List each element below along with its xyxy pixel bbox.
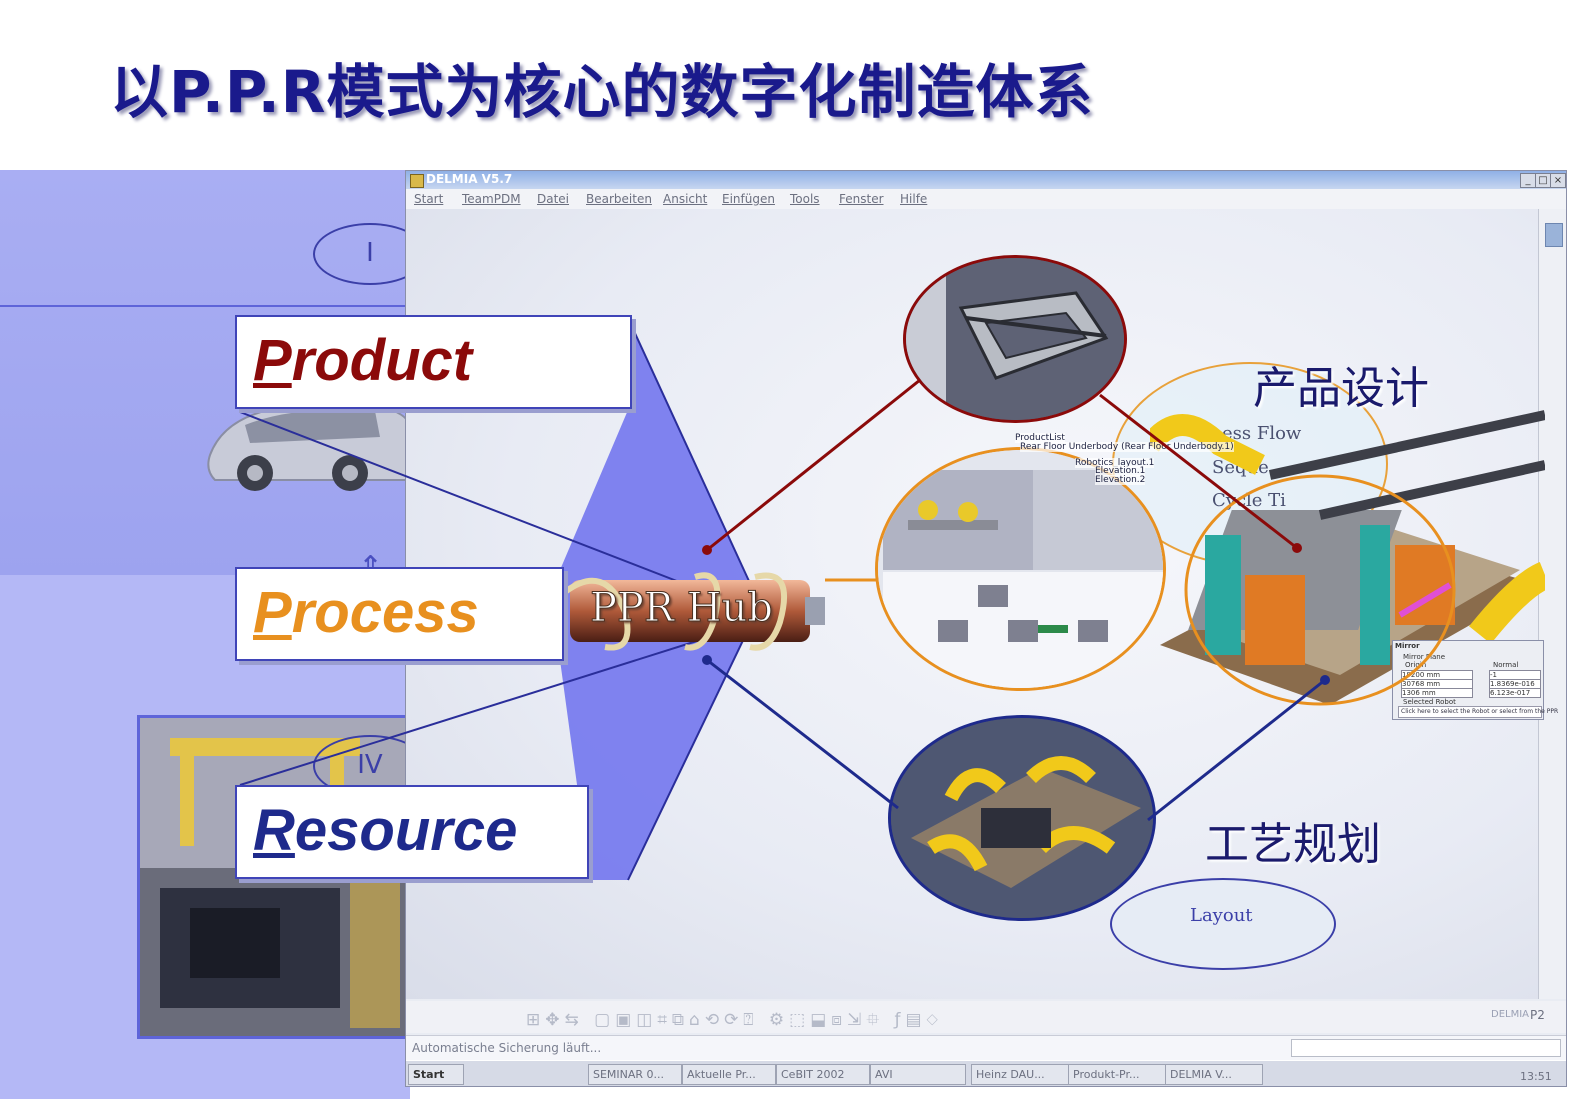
window-title: DELMIA V5.7 xyxy=(426,172,513,186)
app-icon xyxy=(410,174,424,188)
resource-initial: R xyxy=(253,798,295,863)
selected-robot-label: Selected Robot xyxy=(1403,698,1456,706)
taskbar-item[interactable]: Heinz DAU... xyxy=(971,1064,1069,1085)
normal-z-field[interactable]: 6.123e-017 xyxy=(1489,688,1541,698)
resource-rest: esource xyxy=(294,798,518,863)
tree-node[interactable]: Rear Floor Underbody (Rear Floor Underbo… xyxy=(1020,442,1234,452)
taskbar-item[interactable]: AVI xyxy=(870,1064,966,1085)
menu-bar xyxy=(406,189,1566,209)
ppr-hub-label: PPR Hub xyxy=(590,585,774,632)
menu-datei[interactable]: Datei xyxy=(537,192,570,206)
menu-bearbeiten[interactable]: Bearbeiten xyxy=(586,192,652,206)
product-initial: P xyxy=(253,328,292,393)
menu-tools[interactable]: Tools xyxy=(790,192,820,206)
product-design-label: 产品设计 xyxy=(1253,363,1429,414)
scroll-thumb[interactable] xyxy=(1545,223,1563,247)
selection-hint-field[interactable] xyxy=(1398,706,1542,718)
mirror-dialog: Mirror Mirror Plane Origin Normal 19200 … xyxy=(1392,640,1558,720)
command-input[interactable] xyxy=(1291,1039,1561,1057)
resource-layout-circle xyxy=(888,715,1156,921)
taskbar-clock: 13:51 xyxy=(1520,1070,1552,1083)
mirror-plane-label: Mirror Plane xyxy=(1403,653,1446,661)
tree-node[interactable]: Elevation.2 xyxy=(1095,475,1146,485)
taskbar-item[interactable]: Produkt-Pr... xyxy=(1068,1064,1166,1085)
tree-node[interactable]: ProductList xyxy=(1015,433,1065,443)
resource-label: Resource xyxy=(253,797,517,864)
window-titlebar: DELMIA V5.7 _ □ × xyxy=(406,171,1566,189)
normal-label: Normal xyxy=(1493,661,1519,669)
menu-einfuegen[interactable]: Einfügen xyxy=(722,192,775,206)
bottom-toolbar: ⊞✥⇆ ▢▣◫⌗⧉⌂⟲⟳⍰ ⚙⬚⬓⧈⇲⯐ ƒ▤⬦ DELMIA P2 xyxy=(406,1001,1566,1033)
taskbar-item[interactable]: SEMINAR 0... xyxy=(588,1064,682,1085)
process-planning-label: 工艺规划 xyxy=(1205,819,1381,870)
taskbar-item[interactable]: Aktuelle Pr... xyxy=(682,1064,776,1085)
product-label: Product xyxy=(253,327,472,394)
menu-start[interactable]: Start xyxy=(414,192,444,206)
layout-label: Layout xyxy=(1190,905,1253,926)
minimize-icon[interactable]: _ xyxy=(1520,173,1536,188)
maximize-icon[interactable]: □ xyxy=(1535,173,1551,188)
toolbar-p2-label[interactable]: P2 xyxy=(1530,1008,1545,1022)
taskbar-item[interactable]: DELMIA V... xyxy=(1165,1064,1263,1085)
product-box: Product xyxy=(235,315,632,409)
process-label: Process xyxy=(253,579,479,646)
menu-teampdm[interactable]: TeamPDM xyxy=(462,192,521,206)
selection-hint-text: Click here to select the Robot or select… xyxy=(1401,708,1559,715)
vertical-scrollbar[interactable] xyxy=(1538,209,1566,999)
taskbar-item[interactable]: CeBIT 2002 xyxy=(776,1064,870,1085)
origin-z-field[interactable]: 1306 mm xyxy=(1401,688,1473,698)
menu-ansicht[interactable]: Ansicht xyxy=(663,192,708,206)
mirror-dialog-title: Mirror xyxy=(1395,642,1420,650)
process-rest: rocess xyxy=(291,580,479,645)
status-text: Automatische Sicherung läuft... xyxy=(412,1041,602,1055)
origin-label: Origin xyxy=(1405,661,1427,669)
taskbar: Start SEMINAR 0... Aktuelle Pr... CeBIT … xyxy=(406,1060,1566,1086)
product-rest: roduct xyxy=(291,328,473,393)
ppr-hub-cylinder-icon xyxy=(565,572,825,651)
delmia-logo: DELMIA xyxy=(1491,1009,1530,1020)
left-divider xyxy=(0,305,410,307)
slide-title: 以P.P.R模式为核心的数字化制造体系 xyxy=(110,58,1094,126)
process-box: Process xyxy=(235,567,564,661)
resource-box: Resource xyxy=(235,785,589,879)
layout-bubble xyxy=(1110,878,1336,970)
process-initial: P xyxy=(253,580,292,645)
product-design-circle xyxy=(903,255,1127,423)
menu-fenster[interactable]: Fenster xyxy=(839,192,884,206)
start-button[interactable]: Start xyxy=(408,1064,464,1085)
process-highlight-ring xyxy=(1184,474,1456,706)
close-icon[interactable]: × xyxy=(1550,173,1566,188)
menu-hilfe[interactable]: Hilfe xyxy=(900,192,928,206)
toolbar-icon-row[interactable]: ⊞✥⇆ ▢▣◫⌗⧉⌂⟲⟳⍰ ⚙⬚⬓⧈⇲⯐ ƒ▤⬦ xyxy=(526,1010,943,1030)
status-bar: Automatische Sicherung läuft... xyxy=(406,1035,1566,1060)
